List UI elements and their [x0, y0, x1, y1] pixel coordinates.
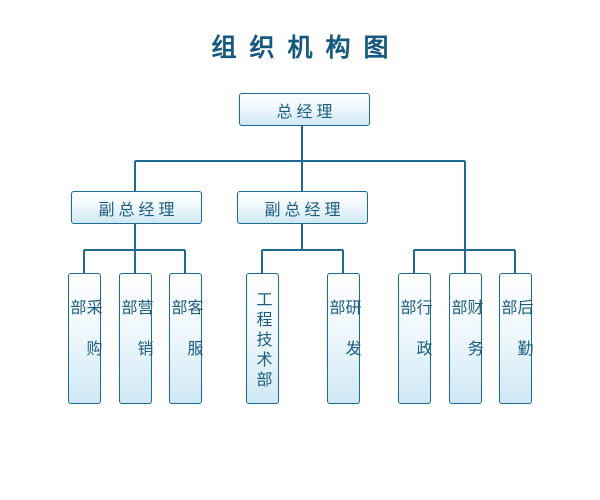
node-rnd: 研发部 — [327, 273, 362, 404]
node-admin: 行政部 — [398, 273, 433, 404]
node-purchasing: 采购部 — [68, 273, 103, 404]
node-customer-service: 客服部 — [169, 273, 204, 404]
node-finance: 财务部 — [449, 273, 484, 404]
node-deputy-gm-2: 副总经理 — [237, 191, 368, 224]
node-deputy-gm-1: 副总经理 — [71, 191, 202, 224]
chart-title: 组织机构图 — [211, 33, 402, 62]
node-logistics: 后勤部 — [499, 273, 534, 404]
node-marketing: 营销部 — [119, 273, 154, 404]
node-engineering: 工程技术部 — [246, 273, 279, 404]
node-general-manager: 总经理 — [239, 93, 370, 126]
